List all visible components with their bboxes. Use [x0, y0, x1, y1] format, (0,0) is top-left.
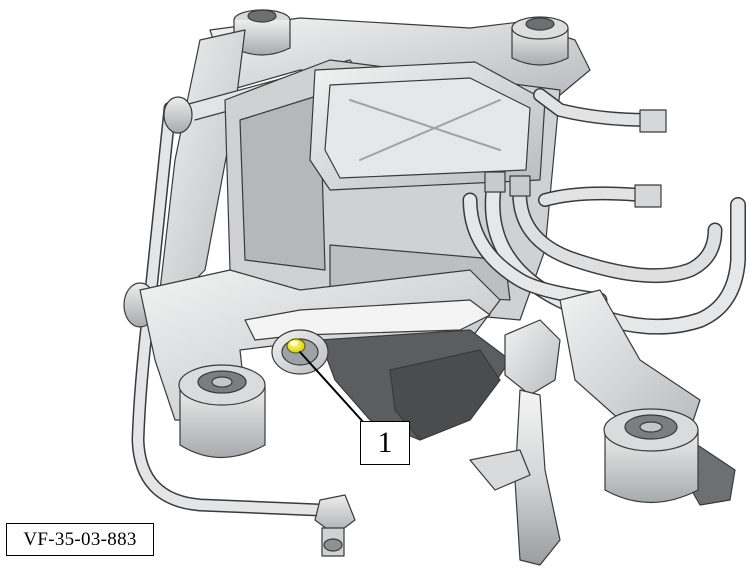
inverter-cover — [309, 61, 546, 191]
callout-box: 1 — [360, 421, 410, 465]
top-right-bushing — [511, 16, 569, 66]
highlighted-bolt — [286, 338, 306, 354]
right-link — [469, 319, 561, 566]
lower-casting — [319, 329, 511, 441]
front-right-bushing — [603, 408, 699, 503]
drop-link — [314, 494, 356, 557]
front-left-bushing — [178, 364, 266, 459]
coolant-hoses — [462, 88, 746, 335]
callout-number: 1 — [377, 426, 393, 459]
figure-reference-code: VF-35-03-883 — [6, 523, 154, 556]
hose-fittings — [484, 109, 667, 208]
reference-code-text: VF-35-03-883 — [23, 528, 137, 550]
top-left-bushing — [233, 9, 291, 56]
callout-leader-line — [299, 351, 366, 425]
